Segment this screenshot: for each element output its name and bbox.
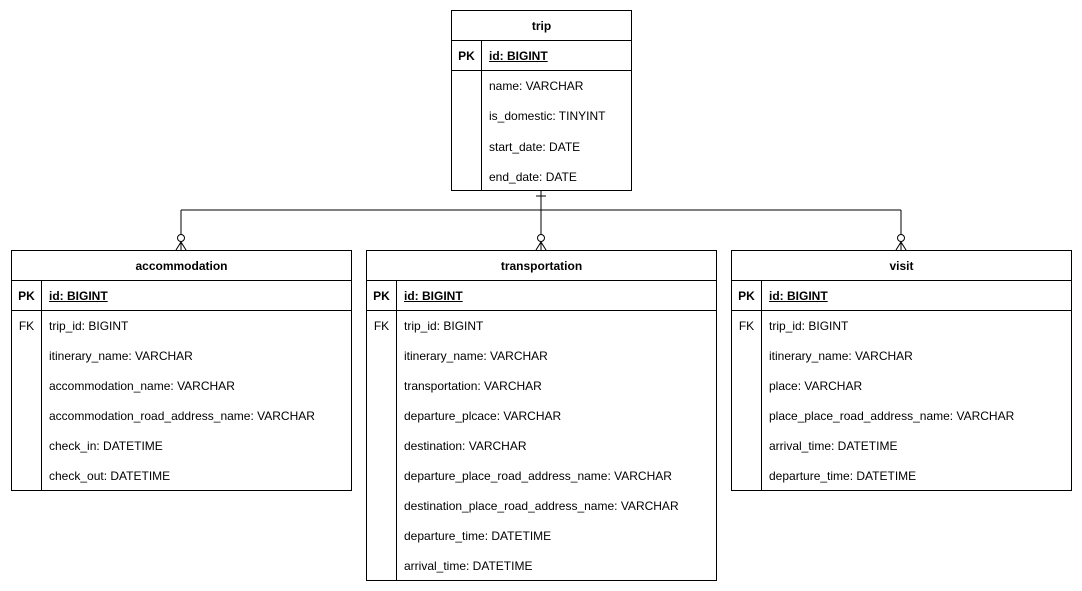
field: name: VARCHAR	[489, 79, 584, 93]
entity-title: trip	[452, 11, 631, 41]
fk-label: FK	[738, 319, 755, 333]
transportation-zero-or-many-marker	[535, 234, 547, 251]
field: arrival_time: DATETIME	[769, 439, 898, 453]
key-column: FK	[367, 311, 397, 580]
field-list: trip_id: BIGINT itinerary_name: VARCHAR …	[762, 311, 1014, 491]
field: departure_time: DATETIME	[769, 469, 917, 483]
entity-title: visit	[732, 251, 1071, 281]
field: place: VARCHAR	[769, 379, 863, 393]
field: trip_id: BIGINT	[404, 319, 484, 333]
field: check_in: DATETIME	[49, 439, 163, 453]
fk-label: FK	[18, 319, 35, 333]
field: arrival_time: DATETIME	[404, 559, 533, 573]
field-list: trip_id: BIGINT itinerary_name: VARCHAR …	[397, 311, 679, 581]
field: destination: VARCHAR	[404, 439, 527, 453]
field: check_out: DATETIME	[49, 469, 171, 483]
pk-label: PK	[452, 41, 482, 70]
field: departure_plcace: VARCHAR	[404, 409, 562, 423]
field: itinerary_name: VARCHAR	[769, 349, 913, 363]
accommodation-zero-or-many-marker	[175, 234, 187, 251]
field: accommodation_road_address_name: VARCHAR	[49, 409, 315, 423]
field-list: trip_id: BIGINT itinerary_name: VARCHAR …	[42, 311, 315, 491]
visit-zero-or-many-marker	[895, 234, 907, 251]
entity-transportation[interactable]: transportation PK id: BIGINT FK trip_id:…	[366, 250, 717, 581]
field: trip_id: BIGINT	[769, 319, 849, 333]
entity-trip[interactable]: trip PK id: BIGINT name: VARCHAR is_dome…	[451, 10, 632, 191]
pk-label: PK	[367, 281, 397, 310]
field: end_date: DATE	[489, 169, 577, 184]
primary-key-row: PK id: BIGINT	[732, 281, 1071, 311]
key-column: FK	[12, 311, 42, 490]
entity-fields: FK trip_id: BIGINT itinerary_name: VARCH…	[732, 311, 1071, 491]
entity-title: transportation	[367, 251, 716, 281]
entity-title: accommodation	[12, 251, 351, 281]
pk-field: id: BIGINT	[769, 289, 828, 303]
pk-field: id: BIGINT	[49, 289, 108, 303]
primary-key-row: PK id: BIGINT	[12, 281, 351, 311]
fk-label: FK	[373, 319, 390, 333]
field: itinerary_name: VARCHAR	[49, 349, 193, 363]
field-list: name: VARCHAR is_domestic: TINYINT start…	[482, 71, 605, 192]
primary-key-row: PK id: BIGINT	[452, 41, 631, 71]
field: place_place_road_address_name: VARCHAR	[769, 409, 1015, 423]
pk-label: PK	[12, 281, 42, 310]
field: itinerary_name: VARCHAR	[404, 349, 548, 363]
pk-field: id: BIGINT	[489, 49, 548, 63]
field: transportation: VARCHAR	[404, 379, 542, 393]
field: is_domestic: TINYINT	[489, 109, 606, 124]
primary-key-row: PK id: BIGINT	[367, 281, 716, 311]
entity-fields: FK trip_id: BIGINT itinerary_name: VARCH…	[367, 311, 716, 581]
field: destination_place_road_address_name: VAR…	[404, 499, 679, 513]
entity-fields: name: VARCHAR is_domestic: TINYINT start…	[452, 71, 631, 192]
pk-label: PK	[732, 281, 762, 310]
pk-field: id: BIGINT	[404, 289, 463, 303]
field: start_date: DATE	[489, 139, 581, 154]
key-column	[452, 71, 482, 190]
entity-fields: FK trip_id: BIGINT itinerary_name: VARCH…	[12, 311, 351, 491]
field: departure_time: DATETIME	[404, 529, 552, 543]
entity-visit[interactable]: visit PK id: BIGINT FK trip_id: BIGINT i…	[731, 250, 1072, 491]
field: accommodation_name: VARCHAR	[49, 379, 235, 393]
entity-accommodation[interactable]: accommodation PK id: BIGINT FK trip_id: …	[11, 250, 352, 491]
field: trip_id: BIGINT	[49, 319, 129, 333]
field: departure_place_road_address_name: VARCH…	[404, 469, 672, 483]
key-column: FK	[732, 311, 762, 490]
